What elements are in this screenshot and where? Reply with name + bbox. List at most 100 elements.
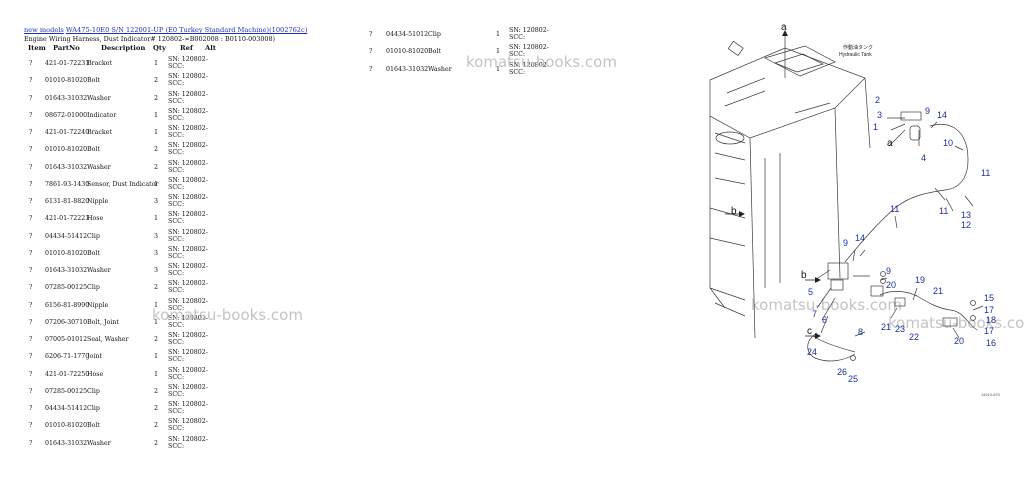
callout-number: 20 <box>886 280 896 290</box>
part-number-cell: 04434-51412 <box>45 232 88 240</box>
qty-cell: 3 <box>154 232 159 240</box>
callout-number: 22 <box>909 332 919 342</box>
column-header-partno: PartNo <box>53 44 80 52</box>
description-cell: Clip <box>87 387 100 395</box>
part-number-cell: 421-01-72231 <box>45 60 90 67</box>
description-cell: Seal, Washer <box>87 336 129 343</box>
breadcrumb-link-model[interactable]: WA475-10E0 S/N 122001-UP (E0 Turkey Stan… <box>65 26 308 34</box>
callout-letter: a <box>781 22 787 33</box>
qty-cell: 2 <box>154 77 159 85</box>
qty-cell: 2 <box>154 336 159 343</box>
ref-cell: SN: 120802-SCC: <box>168 246 208 260</box>
part-number-cell: 07285-00125 <box>45 387 88 395</box>
parts-diagram: 作動油タンク Hydraulic Tank J4019-870 a a b b … <box>709 22 1001 397</box>
item-cell: ? <box>29 129 33 136</box>
ref-sn: SN: 120802- <box>168 245 208 253</box>
item-cell: ? <box>29 439 33 447</box>
item-cell: ? <box>29 405 33 412</box>
qty-cell: 2 <box>154 94 159 102</box>
ref-sn: SN: 120802- <box>168 194 208 201</box>
qty-cell: 1 <box>154 370 159 378</box>
ref-scc: SCC: <box>168 149 185 157</box>
description-cell: Bolt <box>428 48 441 56</box>
part-number-cell: 01643-31032 <box>45 94 88 102</box>
part-number-cell: 01010-81020 <box>45 77 88 85</box>
item-cell: ? <box>369 65 373 73</box>
qty-cell: 2 <box>154 405 159 412</box>
ref-scc: SCC: <box>168 252 185 260</box>
ref-cell: SN: 120802-SCC: <box>168 349 208 363</box>
callout-number: 9 <box>843 238 848 248</box>
qty-cell: 1 <box>154 353 159 361</box>
part-number-cell: 01643-31032 <box>45 163 88 171</box>
description-cell: Nipple <box>87 301 109 309</box>
ref-sn: SN: 120802- <box>168 297 208 305</box>
part-number-cell: 421-01-72250 <box>45 370 90 378</box>
part-number-cell: 421-01-72240 <box>45 129 90 136</box>
description-cell: Bolt <box>87 146 100 154</box>
qty-cell: 2 <box>154 387 159 395</box>
callout-number: 23 <box>895 324 905 334</box>
item-cell: ? <box>29 267 33 274</box>
callout-number: 7 <box>812 309 817 319</box>
callout-letter: c <box>807 326 812 337</box>
ref-cell: SN: 120802-SCC: <box>168 108 208 122</box>
part-number-cell: 01643-31032 <box>386 65 429 73</box>
ref-scc: SCC: <box>168 166 185 174</box>
part-number-cell: 6131-81-8820 <box>45 198 90 205</box>
callout-number: 16 <box>986 338 996 348</box>
ref-sn: SN: 120802- <box>168 332 208 339</box>
ref-scc: SCC: <box>168 114 185 122</box>
callout-number: 17 <box>984 326 994 336</box>
item-cell: ? <box>29 163 33 171</box>
item-cell: ? <box>29 198 33 205</box>
description-cell: Hose <box>87 215 104 223</box>
item-cell: ? <box>29 318 33 326</box>
item-cell: ? <box>29 353 33 361</box>
ref-scc: SCC: <box>168 356 185 364</box>
ref-cell: SN: 120802-SCC: <box>168 211 208 225</box>
description-cell: Hose <box>87 370 104 378</box>
qty-cell: 1 <box>154 111 159 119</box>
ref-sn: SN: 120802- <box>168 383 208 391</box>
watermark: komatsu-books.com <box>888 314 1024 332</box>
callout-number: 11 <box>890 204 899 214</box>
breadcrumb: new models WA475-10E0 S/N 122001-UP (E0 … <box>24 26 307 34</box>
callout-number: 11 <box>939 206 948 216</box>
ref-scc: SCC: <box>168 321 185 329</box>
ref-sn: SN: 120802- <box>168 401 208 408</box>
ref-scc: SCC: <box>168 97 185 105</box>
callout-number: 18 <box>986 315 996 325</box>
ref-scc: SCC: <box>168 218 185 226</box>
item-cell: ? <box>29 249 33 257</box>
ref-cell: SN: 120802-SCC: <box>509 44 549 58</box>
ref-sn: SN: 120802- <box>168 280 208 288</box>
callout-number: 12 <box>961 220 971 230</box>
description-cell: Bracket <box>87 60 112 67</box>
qty-cell: 1 <box>154 301 159 309</box>
ref-sn: SN: 120802- <box>168 159 208 167</box>
ref-cell: SN: 120802-SCC: <box>168 418 208 432</box>
description-cell: Washer <box>87 94 111 102</box>
ref-cell: SN: 120802-SCC: <box>168 384 208 398</box>
breadcrumb-link-new-models[interactable]: new models <box>24 26 64 34</box>
qty-cell: 2 <box>154 163 159 171</box>
column-header-qty: Qty <box>153 44 167 52</box>
callout-letter: b <box>731 206 737 217</box>
ref-scc: SCC: <box>168 425 185 433</box>
ref-scc: SCC: <box>168 80 185 88</box>
tank-label-en: Hydraulic Tank <box>839 52 872 58</box>
item-cell: ? <box>29 422 33 430</box>
qty-cell: 1 <box>154 215 159 223</box>
ref-sn: SN: 120802- <box>168 349 208 357</box>
